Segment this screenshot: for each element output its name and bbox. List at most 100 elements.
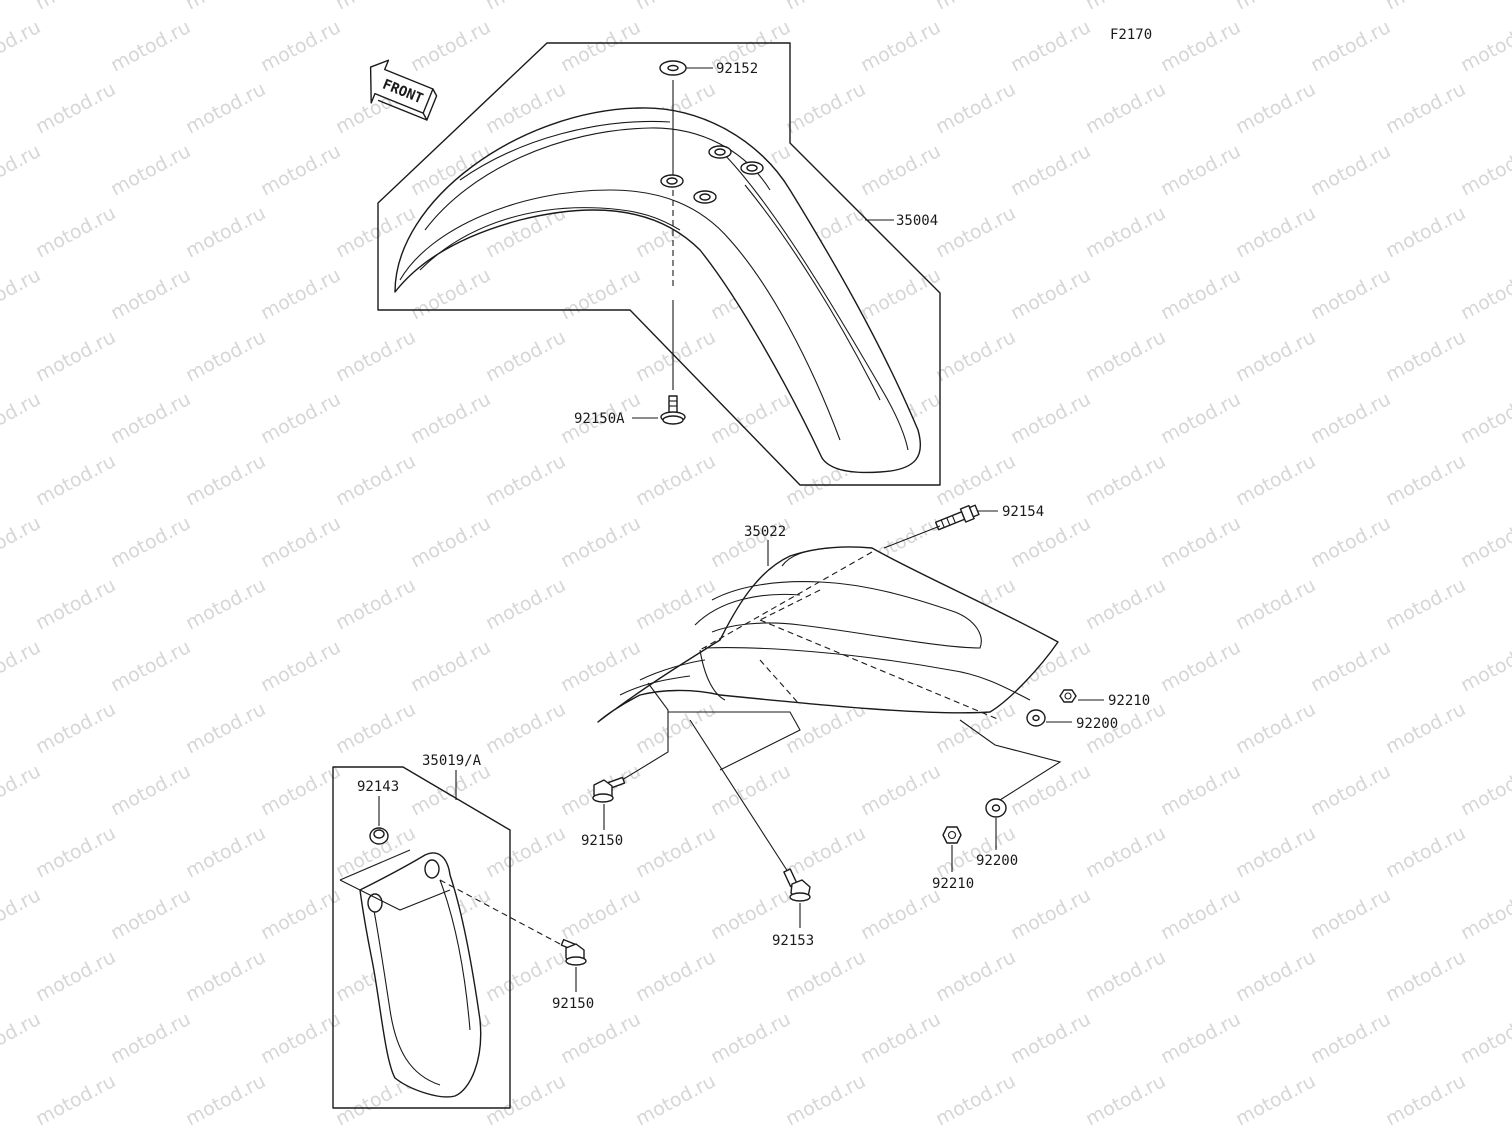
watermark-text: motod.ru: [1232, 0, 1319, 14]
watermark-text: motod.ru: [182, 946, 269, 1006]
watermark-text: motod.ru: [932, 326, 1019, 386]
watermark-text: motod.ru: [1157, 760, 1244, 820]
watermark-text: motod.ru: [1232, 450, 1319, 510]
watermark-text: motod.ru: [782, 946, 869, 1006]
watermark-text: motod.ru: [0, 264, 44, 324]
watermark-text: motod.ru: [782, 822, 869, 882]
watermark-text: motod.ru: [107, 388, 194, 448]
nut-92210-bottom: [942, 826, 962, 844]
watermark-text: motod.ru: [257, 636, 344, 696]
watermark-text: motod.ru: [1157, 1008, 1244, 1068]
watermark-text: motod.ru: [0, 636, 44, 696]
watermark-text: motod.ru: [557, 884, 644, 944]
watermark-text: motod.ru: [1307, 1008, 1394, 1068]
watermark-text: motod.ru: [1082, 78, 1169, 138]
watermark-text: motod.ru: [1007, 264, 1094, 324]
watermark-text: motod.ru: [1082, 450, 1169, 510]
watermark-text: motod.ru: [1457, 636, 1512, 696]
watermark-text: motod.ru: [1307, 636, 1394, 696]
watermark-text: motod.ru: [107, 140, 194, 200]
figure-code: F2170: [1110, 27, 1152, 43]
watermark-text: motod.ru: [257, 884, 344, 944]
label-92150-low: 92150: [552, 996, 594, 1012]
watermark-text: motod.ru: [1307, 140, 1394, 200]
watermark-text: motod.ru: [557, 512, 644, 572]
watermark-text: motod.ru: [332, 698, 419, 758]
watermark-text: motod.ru: [332, 0, 419, 14]
watermark-text: motod.ru: [857, 264, 944, 324]
watermark-text: motod.ru: [1457, 760, 1512, 820]
watermark-text: motod.ru: [782, 1070, 869, 1130]
watermark-text: motod.ru: [107, 264, 194, 324]
watermark-text: motod.ru: [1382, 1070, 1469, 1130]
watermark-text: motod.ru: [182, 0, 269, 14]
watermark-text: motod.ru: [932, 202, 1019, 262]
watermark-text: motod.ru: [1082, 946, 1169, 1006]
watermark-text: motod.ru: [1382, 698, 1469, 758]
watermark-text: motod.ru: [932, 0, 1019, 14]
watermark-text: motod.ru: [257, 760, 344, 820]
washer-92200-top: [1026, 709, 1046, 727]
rear-fender: [597, 546, 1059, 723]
watermark-text: motod.ru: [1007, 388, 1094, 448]
front-fender: [394, 107, 922, 474]
watermark-text: motod.ru: [107, 1008, 194, 1068]
watermark-text: motod.ru: [182, 822, 269, 882]
watermark-text: motod.ru: [1382, 822, 1469, 882]
watermark-text: motod.ru: [407, 264, 494, 324]
watermark-text: motod.ru: [857, 16, 944, 76]
watermark-text: motod.ru: [1007, 512, 1094, 572]
mud-guard-group: [332, 766, 587, 1109]
watermark-text: motod.ru: [1307, 388, 1394, 448]
bolt-92150A: [660, 395, 686, 425]
watermark-text: motod.ru: [932, 450, 1019, 510]
watermark-text: motod.ru: [1157, 636, 1244, 696]
watermark-text: motod.ru: [107, 636, 194, 696]
watermark-text: motod.ru: [632, 822, 719, 882]
watermark-text: motod.ru: [932, 946, 1019, 1006]
watermark-text: motod.ru: [32, 574, 119, 634]
watermark-text: motod.ru: [32, 78, 119, 138]
watermark-text: motod.ru: [632, 450, 719, 510]
watermark-text: motod.ru: [1157, 16, 1244, 76]
mud-guard-frame: [332, 766, 511, 1109]
watermark-text: motod.ru: [1382, 450, 1469, 510]
watermark-text: motod.ru: [1457, 1008, 1512, 1068]
watermark-text: motod.ru: [1457, 16, 1512, 76]
watermark-text: motod.ru: [1307, 760, 1394, 820]
watermark-text: motod.ru: [482, 1070, 569, 1130]
watermark-text: motod.ru: [632, 946, 719, 1006]
watermark-text: motod.ru: [1382, 946, 1469, 1006]
watermark-text: motod.ru: [0, 512, 44, 572]
label-35004: 35004: [896, 213, 938, 229]
watermark-text: motod.ru: [1157, 264, 1244, 324]
label-92150A: 92150A: [574, 411, 625, 427]
watermark-text: motod.ru: [782, 0, 869, 14]
watermark-text: motod.ru: [557, 16, 644, 76]
watermark-text: motod.ru: [332, 450, 419, 510]
collar-92143: [369, 827, 389, 845]
label-92150-mid: 92150: [581, 833, 623, 849]
watermark-text: motod.ru: [1232, 78, 1319, 138]
bolt-92153: [783, 868, 811, 902]
watermark-text: motod.ru: [1082, 822, 1169, 882]
watermark-text: motod.ru: [557, 264, 644, 324]
watermark-text: motod.ru: [557, 636, 644, 696]
watermark-text: motod.ru: [1232, 946, 1319, 1006]
watermark-text: motod.ru: [32, 202, 119, 262]
watermark-text: motod.ru: [1232, 1070, 1319, 1130]
watermark-text: motod.ru: [707, 388, 794, 448]
bolt-92154: [934, 504, 980, 531]
rear-fender-group: [592, 504, 1104, 928]
watermark-text: motod.ru: [632, 574, 719, 634]
watermark-text: motod.ru: [1157, 884, 1244, 944]
watermark-text: motod.ru: [932, 1070, 1019, 1130]
watermark-text: motod.ru: [182, 78, 269, 138]
watermark-text: motod.ru: [32, 450, 119, 510]
watermark-text: motod.ru: [632, 0, 719, 14]
watermark-text: motod.ru: [1082, 326, 1169, 386]
watermark-text: motod.ru: [1007, 884, 1094, 944]
watermark-text: motod.ru: [857, 884, 944, 944]
watermark-text: motod.ru: [1082, 0, 1169, 14]
label-92200-bottom: 92200: [976, 853, 1018, 869]
